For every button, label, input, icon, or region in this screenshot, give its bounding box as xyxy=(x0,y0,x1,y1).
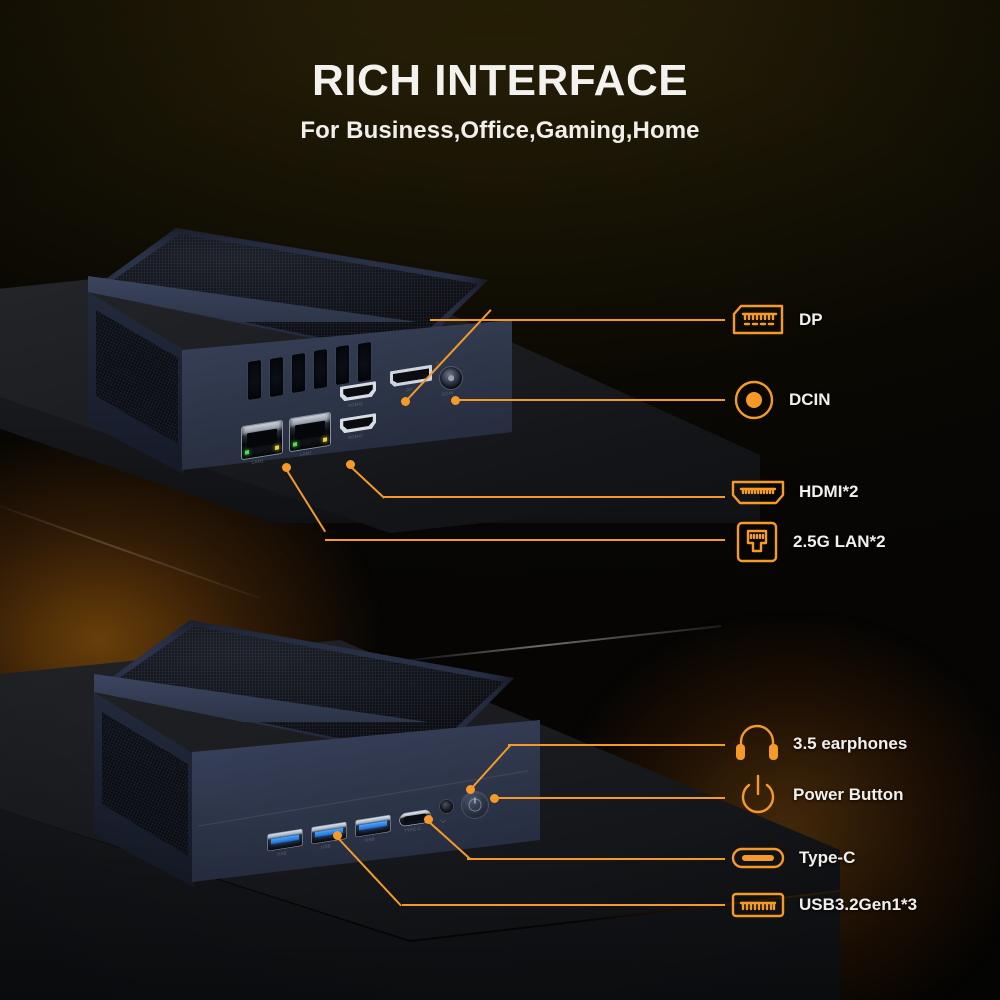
leader-line-dp xyxy=(430,319,725,321)
hdmi-icon xyxy=(730,478,786,506)
mini-pc-front-view: USB USB USB TYPE-C ⌵ xyxy=(82,620,540,910)
leader-line-earphones xyxy=(508,744,725,746)
leader-dot-hdmi xyxy=(346,460,355,469)
power-symbol-icon xyxy=(468,798,482,812)
lan-port-2-led-green xyxy=(293,442,298,447)
callout-dp[interactable]: DP xyxy=(730,303,823,336)
rear-vent-slot xyxy=(270,356,283,398)
lan-port-1-cavity xyxy=(246,428,278,449)
hdmi-port-2-cavity xyxy=(343,416,373,430)
lan-port-1 xyxy=(242,420,282,460)
rear-vent-slot xyxy=(292,352,305,394)
header-block: RICH INTERFACE For Business,Office,Gamin… xyxy=(0,56,1000,145)
callout-typec[interactable]: Type-C xyxy=(730,845,855,871)
leader-line-hdmi xyxy=(383,496,725,498)
power-button-icon xyxy=(736,772,780,818)
leader-dot-lan xyxy=(282,463,291,472)
callout-label-dcin: DCIN xyxy=(789,390,831,409)
callout-label-usb: USB3.2Gen1*3 xyxy=(799,895,918,914)
port-label-lan2: LAN2 xyxy=(300,450,312,457)
callout-hdmi[interactable]: HDMI*2 xyxy=(730,478,859,506)
lan-port-1-led-amber xyxy=(274,445,279,451)
leader-line-power xyxy=(498,797,725,799)
lan-port-1-led-green xyxy=(245,450,250,455)
leader-dot-earphones xyxy=(466,785,475,794)
power-button[interactable] xyxy=(462,792,488,818)
lan-port-2-led-amber xyxy=(322,437,327,443)
callout-earphones[interactable]: 3.5 earphones xyxy=(734,722,907,766)
leader-line-usb xyxy=(402,904,725,906)
page-title: RICH INTERFACE xyxy=(311,56,689,105)
rj45-ethernet-icon xyxy=(734,519,780,565)
mini-pc-rear-view: LAN1 LAN2 HDMI1 HDMI2 DP DCIN xyxy=(78,228,512,493)
leader-line-lan xyxy=(325,539,725,541)
callout-label-power: Power Button xyxy=(793,785,904,804)
dc-jack-pin xyxy=(448,375,454,381)
port-label-lan1: LAN1 xyxy=(252,458,264,465)
callout-label-lan: 2.5G LAN*2 xyxy=(793,532,886,551)
callout-label-earphones: 3.5 earphones xyxy=(793,734,908,753)
upper-platform-edge-highlight-2 xyxy=(0,496,260,599)
lan-port-2 xyxy=(290,412,330,452)
leader-dot-typec xyxy=(424,815,433,824)
displayport-icon xyxy=(730,303,786,336)
headphone-jack-port xyxy=(440,800,453,813)
headphones-icon xyxy=(734,722,780,766)
leader-line-dcin xyxy=(458,399,725,401)
rear-vent-slot xyxy=(358,341,371,383)
lan-port-2-cavity xyxy=(294,420,326,441)
hdmi-port-1-cavity xyxy=(343,384,373,398)
callout-label-dp: DP xyxy=(799,309,823,329)
leader-dot-dp xyxy=(401,397,410,406)
dc-power-jack-icon xyxy=(732,378,776,422)
callout-lan[interactable]: 2.5G LAN*2 xyxy=(734,519,886,565)
leader-dot-usb xyxy=(333,831,342,840)
callout-label-hdmi: HDMI*2 xyxy=(799,482,859,501)
usb-a-port-3-insert xyxy=(359,821,387,831)
page-subtitle: For Business,Office,Gaming,Home xyxy=(300,117,700,145)
callout-dcin[interactable]: DCIN xyxy=(732,378,831,422)
leader-dot-dcin xyxy=(451,396,460,405)
leader-dot-power xyxy=(490,794,499,803)
callout-label-typec: Type-C xyxy=(799,848,856,867)
port-label-headphone: ⌵ xyxy=(440,816,447,825)
rear-vent-slot xyxy=(314,348,327,390)
callout-usb[interactable]: USB3.2Gen1*3 xyxy=(730,890,917,920)
usb-a-port-1-insert xyxy=(271,835,299,845)
usb-type-a-icon xyxy=(730,890,786,920)
leader-line-typec xyxy=(467,858,725,860)
dc-power-jack xyxy=(440,367,462,389)
rear-vent-slot xyxy=(248,359,261,401)
front-unit-io-face xyxy=(192,720,540,882)
callout-power[interactable]: Power Button xyxy=(736,772,904,818)
rear-vent-slot xyxy=(336,344,349,386)
usb-type-c-icon xyxy=(730,845,786,871)
